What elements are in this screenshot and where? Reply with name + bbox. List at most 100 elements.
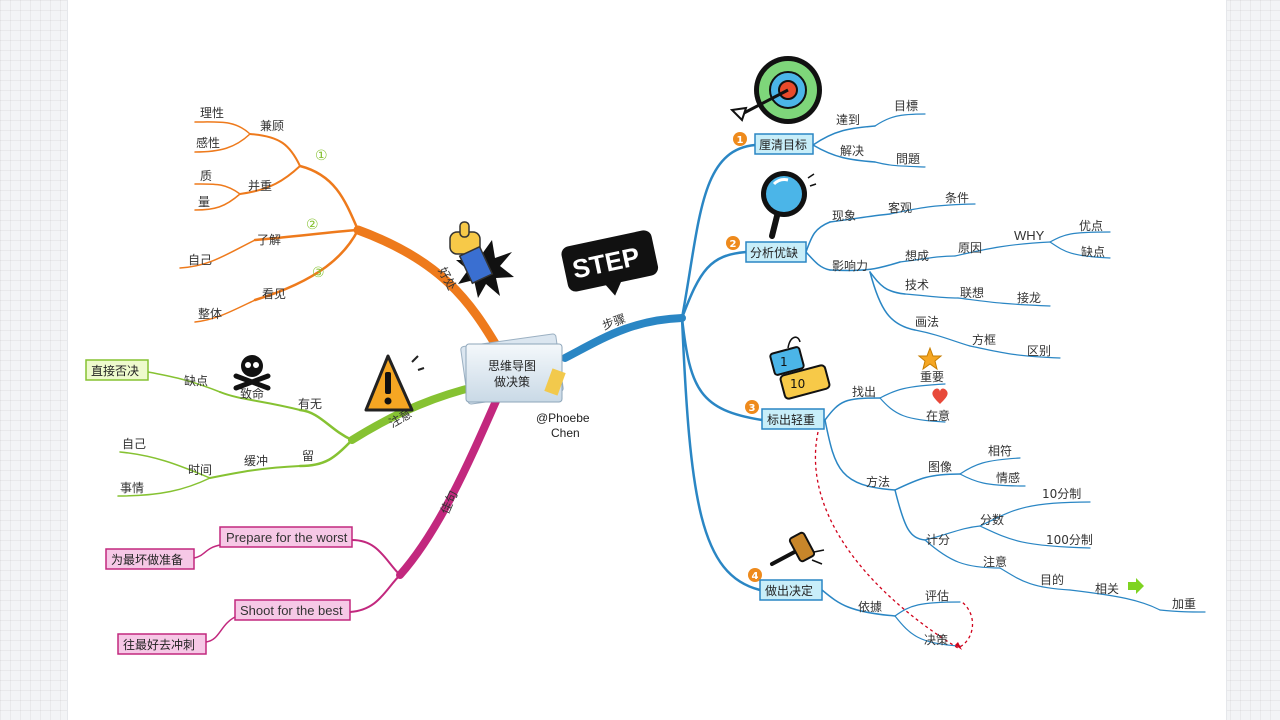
node-pinggu: 评估 bbox=[925, 589, 949, 603]
node-ziji-caution: 自己 bbox=[122, 437, 146, 451]
step4-badge bbox=[748, 568, 762, 582]
node-jiejue: 解决 bbox=[840, 144, 864, 158]
node-shijian: 时间 bbox=[188, 463, 212, 477]
node-prepare-cn: 为最坏做准备 bbox=[111, 552, 183, 567]
node-jielong: 接龙 bbox=[1017, 290, 1041, 305]
node-qubie: 区别 bbox=[1027, 344, 1051, 358]
node-xiangcheng: 想成 bbox=[905, 248, 929, 263]
box-shoot-cn bbox=[117, 633, 207, 655]
step1-badge-num: 1 bbox=[737, 135, 744, 146]
center-line1: 思维导图 bbox=[488, 359, 536, 373]
tag-digit-one: 1 bbox=[780, 355, 788, 369]
step4: 4 做出决定 依據 评估 决策 bbox=[748, 568, 949, 647]
branch-steps bbox=[561, 113, 1206, 647]
node-zhijie: 直接否决 bbox=[91, 363, 139, 378]
tag-digit-ten: 10 bbox=[790, 377, 805, 391]
relation-arrowhead bbox=[955, 642, 962, 650]
step2-title: 分析优缺 bbox=[750, 245, 798, 260]
node-lixing: 理性 bbox=[200, 106, 224, 120]
relation-dashed bbox=[814, 431, 974, 649]
gavel-icon bbox=[770, 531, 825, 566]
center-line2: 做决策 bbox=[494, 374, 530, 389]
node-xiangguan: 相关 bbox=[1095, 582, 1119, 596]
node-tuxiang: 图像 bbox=[928, 460, 952, 474]
node-liaojie: 了解 bbox=[257, 233, 281, 247]
branch-caution bbox=[117, 371, 482, 497]
step1: 1 厘清目标 達到 目標 解决 問題 bbox=[733, 99, 920, 166]
node-wenti: 問題 bbox=[896, 152, 920, 166]
node-keguan: 客观 bbox=[888, 200, 912, 215]
node-huafa: 画法 bbox=[915, 315, 939, 329]
step2-badge bbox=[726, 236, 740, 250]
warning-icon bbox=[364, 354, 425, 412]
node-shoot-cn: 往最好去冲刺 bbox=[123, 637, 195, 652]
step1-badge bbox=[733, 132, 747, 146]
center-node[interactable]: 思维导图 做决策 bbox=[460, 333, 566, 405]
node-liang: 量 bbox=[198, 195, 210, 209]
step2-badge-num: 2 bbox=[730, 239, 737, 250]
magnifier-icon bbox=[761, 171, 817, 239]
node-yiju: 依據 bbox=[858, 599, 882, 614]
node-youdian: 优点 bbox=[1079, 219, 1103, 233]
mindmap: 好处 ① ② ③ 兼顾 理性 感性 并重 质 量 了解 自己 看见 整体 注意 … bbox=[85, 56, 1206, 655]
node-qinggan: 情感 bbox=[996, 470, 1020, 485]
node-huanchong: 缓冲 bbox=[244, 453, 268, 468]
benefit-number-1: ① bbox=[315, 148, 328, 164]
node-quedian-step: 缺点 bbox=[1081, 244, 1105, 259]
node-mude: 目的 bbox=[1040, 572, 1064, 587]
node-yingxiang: 影响力 bbox=[832, 258, 868, 273]
node-liu: 留 bbox=[302, 449, 314, 463]
node-quedian-caution: 缺点 bbox=[184, 373, 208, 388]
node-zhi: 质 bbox=[200, 169, 212, 183]
node-ten: 10分制 bbox=[1042, 487, 1081, 501]
node-yuanyin: 原因 bbox=[958, 241, 982, 255]
node-zhengti: 整体 bbox=[198, 306, 222, 321]
node-zaiyi: 在意 bbox=[926, 408, 950, 423]
box-zhijie bbox=[85, 359, 149, 381]
node-youwu: 有无 bbox=[298, 397, 322, 411]
node-bingzhong: 并重 bbox=[248, 179, 272, 193]
benefit-number-2: ② bbox=[306, 217, 319, 233]
node-dadao: 達到 bbox=[836, 113, 860, 127]
step4-title: 做出决定 bbox=[765, 583, 813, 598]
box-prepare-cn bbox=[105, 548, 195, 570]
target-icon bbox=[729, 56, 822, 124]
step1-title: 厘清目标 bbox=[759, 138, 807, 152]
credit-line1: @Phoebe bbox=[536, 411, 590, 425]
node-prepare: Prepare for the worst bbox=[226, 530, 348, 545]
price-tag-icon: 1 10 bbox=[769, 336, 831, 400]
node-fangkuang: 方框 bbox=[972, 332, 996, 347]
node-shoot: Shoot for the best bbox=[240, 603, 343, 618]
node-jiangu: 兼顾 bbox=[260, 119, 284, 133]
step3: 3 标出轻重 找出 重要 在意 方法 图像 相符 情感 计分 分数 10分制 1… bbox=[745, 370, 1196, 611]
node-why: WHY bbox=[1014, 228, 1045, 243]
node-hundred: 100分制 bbox=[1046, 533, 1093, 547]
benefit-number-3: ③ bbox=[312, 265, 325, 281]
node-jishu: 技术 bbox=[905, 278, 929, 292]
mindmap-canvas: 好处 ① ② ③ 兼顾 理性 感性 并重 质 量 了解 自己 看见 整体 注意 … bbox=[68, 0, 1226, 720]
node-ganxing: 感性 bbox=[196, 135, 220, 150]
node-fangfa: 方法 bbox=[866, 474, 890, 489]
box-prepare bbox=[219, 526, 353, 548]
credit-line2: Chen bbox=[551, 426, 580, 440]
node-xianxiang: 现象 bbox=[832, 209, 856, 223]
branch-benefit bbox=[179, 121, 505, 357]
node-zhuyi: 注意 bbox=[983, 554, 1007, 569]
heart-icon bbox=[932, 388, 948, 404]
box-shoot bbox=[234, 599, 351, 621]
step3-badge bbox=[745, 400, 759, 414]
step4-badge-num: 4 bbox=[752, 571, 759, 582]
step3-title: 标出轻重 bbox=[767, 413, 815, 427]
node-shiqing: 事情 bbox=[120, 481, 144, 495]
node-fenshu: 分数 bbox=[980, 512, 1004, 527]
node-jifen: 计分 bbox=[926, 533, 950, 547]
node-juece: 决策 bbox=[924, 633, 948, 647]
arrow-right-icon bbox=[1128, 578, 1144, 594]
node-jiazhong: 加重 bbox=[1172, 597, 1196, 611]
node-tiaojian: 条件 bbox=[945, 191, 969, 205]
node-ziji-benefit: 自己 bbox=[188, 253, 212, 267]
thumbs-up-icon bbox=[449, 221, 514, 298]
skull-icon bbox=[233, 355, 271, 391]
step-sign-icon: STEP bbox=[561, 230, 659, 296]
branch-quote bbox=[193, 388, 504, 643]
